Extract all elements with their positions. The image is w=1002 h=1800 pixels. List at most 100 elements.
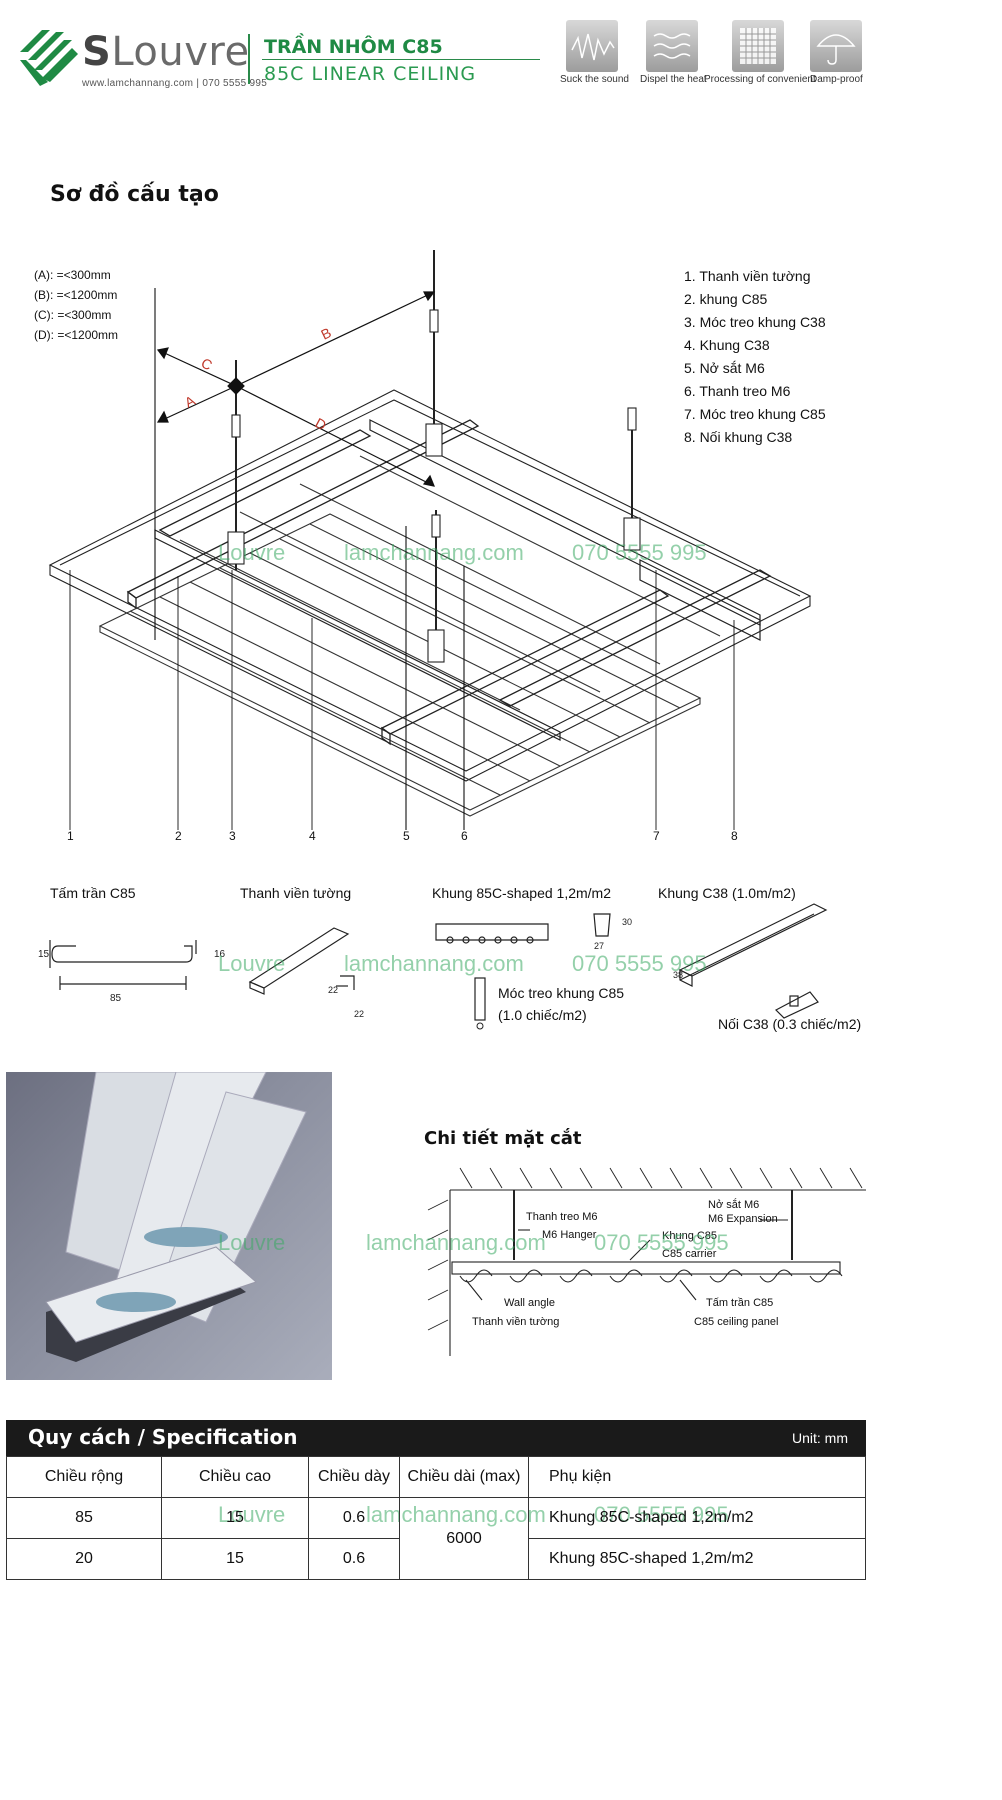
- cell-thickness: 0.6: [308, 1538, 400, 1580]
- product-title-rule: [262, 59, 540, 60]
- panel-vn: Tấm trần C85: [706, 1297, 774, 1309]
- number-label: 8: [731, 829, 738, 843]
- product-title-en: 85C LINEAR CEILING: [264, 63, 477, 85]
- cell-height: 15: [161, 1497, 309, 1539]
- watermark-brand: Louvre: [218, 1230, 286, 1255]
- grid-panel-icon: [732, 20, 784, 72]
- number-label: 2: [175, 829, 182, 843]
- wall-dim-b: 22: [354, 1009, 365, 1019]
- legend-item: 8. Nối khung C38: [684, 429, 793, 445]
- carrier-dim-h: 30: [622, 917, 633, 927]
- wall-angle-label: Thanh viền tường: [240, 885, 352, 901]
- cell-width: 85: [6, 1497, 162, 1539]
- dim-letter-a: A: [182, 392, 198, 411]
- carrier-vn: Khung C85: [662, 1230, 718, 1242]
- dim-c: (C): =<300mm: [34, 308, 112, 322]
- panel-profile-drawing: [49, 940, 197, 990]
- col-thickness: Chiều dày: [308, 1456, 400, 1498]
- spec-header-bar: Quy cách / Specification Unit: mm: [6, 1420, 866, 1456]
- feature-damp: [810, 20, 862, 72]
- hook-c85-drawing: [474, 977, 486, 1030]
- number-label: 4: [309, 829, 316, 843]
- number-label: 5: [403, 829, 410, 843]
- feature-sound: [566, 20, 618, 72]
- brand-rest: Louvre: [111, 29, 250, 75]
- product-title-vn: TRẦN NHÔM C85: [264, 36, 443, 58]
- cell-length: 6000: [399, 1497, 529, 1580]
- legend-item: 5. Nở sắt M6: [684, 360, 765, 376]
- wall-angle-drawing: [248, 927, 355, 995]
- feature-heat-label: Dispel the heat: [640, 74, 707, 85]
- legend-item: 4. Khung C38: [684, 337, 770, 353]
- expansion-vn: Nở sắt M6: [708, 1199, 760, 1211]
- expansion-en: M6 Expansion: [708, 1213, 778, 1225]
- watermark-phone: 070 5555 995: [594, 1230, 729, 1255]
- wall-en: Wall angle: [504, 1297, 555, 1309]
- umbrella-icon: [810, 20, 862, 72]
- spec-title: Quy cách / Specification: [28, 1425, 298, 1449]
- legend-item: 6. Thanh treo M6: [684, 383, 791, 399]
- feature-sound-label: Suck the sound: [560, 74, 629, 85]
- watermark-brand: Louvre: [218, 540, 286, 565]
- col-length: Chiều dài (max): [399, 1456, 529, 1498]
- panel-dim-h2: 16: [214, 949, 226, 960]
- dim-letter-b: B: [318, 324, 333, 342]
- product-photo: [6, 1072, 332, 1380]
- structure-title: Sơ đồ cấu tạo: [50, 182, 219, 207]
- watermark-phone: 070 5555 995: [572, 951, 707, 976]
- carrier-en: C85 carrier: [662, 1248, 717, 1260]
- legend-item: 3. Móc treo khung C38: [684, 314, 826, 330]
- table-header-row: Chiều rộng Chiều cao Chiều dày Chiều dài…: [6, 1456, 866, 1498]
- panel-label: Tấm trần C85: [50, 885, 136, 901]
- sound-wave-icon: [566, 20, 618, 72]
- hook-qty: (1.0 chiếc/m2): [498, 1007, 587, 1023]
- c38-dim: 38: [673, 970, 684, 980]
- dim-d: (D): =<1200mm: [34, 328, 119, 342]
- spec-table: Chiều rộng Chiều cao Chiều dày Chiều dài…: [6, 1456, 866, 1580]
- brand-initial: S: [82, 29, 112, 75]
- cell-height: 15: [161, 1538, 309, 1580]
- hook-label: Móc treo khung C85: [498, 985, 625, 1001]
- slouvre-logo-icon: [20, 30, 78, 86]
- col-height: Chiều cao: [161, 1456, 309, 1498]
- table-row: 20 15 0.6 Khung 85C-shaped 1,2m/m2: [6, 1538, 866, 1580]
- cell-thickness: 0.6: [308, 1497, 400, 1539]
- panel-en: C85 ceiling panel: [694, 1316, 779, 1328]
- brand-name: SLouvre: [82, 30, 250, 74]
- dim-b: (B): =<1200mm: [34, 288, 118, 302]
- c38-drawing: [678, 903, 828, 1019]
- carrier-drawing: [435, 913, 611, 944]
- spec-section: Quy cách / Specification Unit: mm Chiều …: [6, 1420, 866, 1580]
- watermark-brand: Louvre: [218, 951, 286, 976]
- heat-dispel-icon: [646, 20, 698, 72]
- table-row: 85 15 0.6 6000 Khung 85C-shaped 1,2m/m2: [6, 1497, 866, 1580]
- col-width: Chiều rộng: [6, 1456, 162, 1498]
- number-label: 1: [67, 829, 74, 843]
- legend-item: 2. khung C85: [684, 291, 768, 307]
- section-title: Chi tiết mặt cắt: [424, 1128, 582, 1149]
- cell-accessory: Khung 85C-shaped 1,2m/m2: [528, 1497, 866, 1539]
- feature-convenient: [732, 20, 784, 72]
- watermark-site: lamchannang.com: [344, 540, 524, 565]
- panel-dim-w: 85: [110, 993, 122, 1004]
- spec-unit: Unit: mm: [792, 1430, 848, 1446]
- watermark-site: lamchannang.com: [366, 1230, 546, 1255]
- number-label: 7: [653, 829, 660, 843]
- wall-vn: Thanh viền tường: [472, 1316, 560, 1328]
- watermark-site: lamchannang.com: [344, 951, 524, 976]
- col-accessory: Phụ kiện: [528, 1456, 866, 1498]
- feature-convenient-label: Processing of convenient: [704, 74, 816, 85]
- c38-label: Khung C38 (1.0m/m2): [658, 885, 796, 901]
- hanger-en: M6 Hanger: [542, 1229, 597, 1241]
- legend-item: 1. Thanh viền tường: [684, 268, 811, 284]
- wall-dim-a: 22: [328, 985, 339, 995]
- joint-label: Nối C38 (0.3 chiếc/m2): [718, 1016, 862, 1032]
- panel-dim-h1: 15: [38, 949, 50, 960]
- number-label: 3: [229, 829, 236, 843]
- brand-contact: www.lamchannang.com | 070 5555 995: [82, 78, 268, 89]
- header-divider: [248, 34, 250, 84]
- section-drawing: [427, 1167, 866, 1356]
- legend-item: 7. Móc treo khung C85: [684, 406, 826, 422]
- watermark-phone: 070 5555 995: [572, 540, 707, 565]
- feature-damp-label: Damp-proof: [810, 74, 863, 85]
